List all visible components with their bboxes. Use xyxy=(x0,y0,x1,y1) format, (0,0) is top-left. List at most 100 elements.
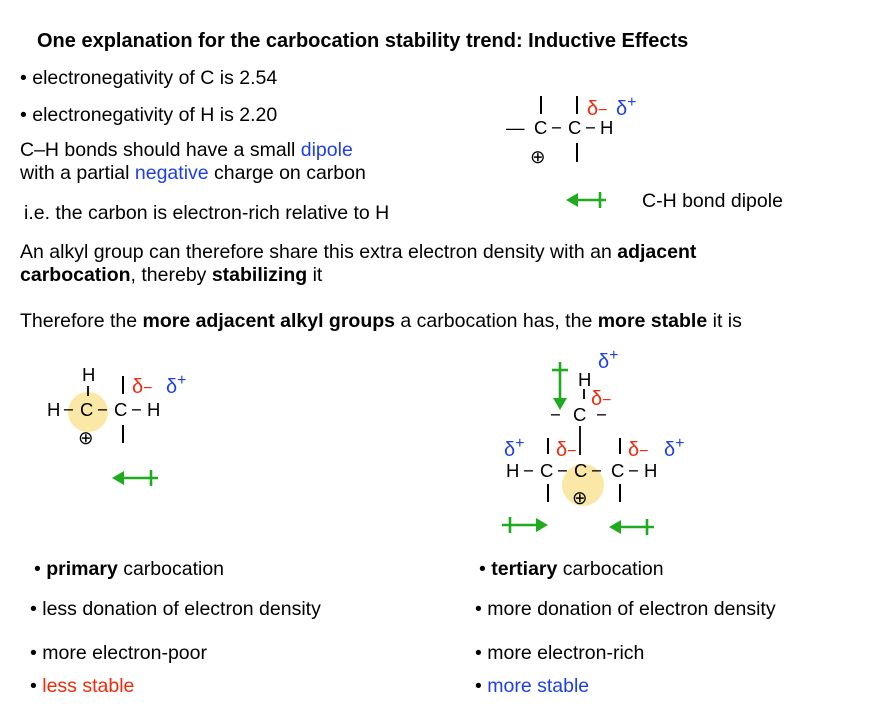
stabilizing-word: stabilizing xyxy=(211,264,308,286)
delta-symbol: δ xyxy=(591,388,603,410)
plus-sign: + xyxy=(627,94,637,111)
plus-sign: + xyxy=(177,372,187,389)
tertiary-word: tertiary xyxy=(491,558,558,580)
tertiary-c-center: C xyxy=(574,460,588,481)
bullet: • xyxy=(30,675,37,697)
tertiary-bond-4: − xyxy=(628,460,639,481)
top-structure-bond-2: − xyxy=(585,117,596,138)
therefore-text-c: it is xyxy=(707,310,742,332)
delta-symbol: δ xyxy=(664,439,676,461)
tertiary-bullet-2-text: more donation of electron density xyxy=(487,598,776,620)
therefore-text-b: a carbocation has, the xyxy=(395,310,598,332)
therefore-line: Therefore the more adjacent alkyl groups… xyxy=(20,309,742,333)
page-title: One explanation for the carbocation stab… xyxy=(37,30,689,52)
tertiary-bullet-1-text: carbocation xyxy=(557,558,664,580)
plus-sign: + xyxy=(675,435,685,452)
primary-c2: C xyxy=(114,399,128,420)
tertiary-bullet-4: • more stable xyxy=(475,674,589,698)
adjacent-word: adjacent xyxy=(617,241,697,263)
tertiary-bullet-3-text: more electron-rich xyxy=(487,642,645,664)
delta-symbol: δ xyxy=(587,98,599,120)
bullet: • xyxy=(30,642,37,664)
dipole-word: dipole xyxy=(300,139,353,161)
therefore-text-a: Therefore the xyxy=(20,310,143,332)
primary-h-left: H xyxy=(47,399,61,420)
dipole-line-2-text-b: charge on carbon xyxy=(208,162,366,184)
tertiary-h-right: H xyxy=(644,460,658,481)
primary-bullet-2-text: less donation of electron density xyxy=(42,598,321,620)
tertiary-right-delta-minus: δ− xyxy=(628,440,648,462)
en-carbon-bullet: • electronegativity of C is 2.54 xyxy=(20,67,278,89)
legend-dipole-arrow-icon xyxy=(566,192,606,208)
alkyl-line-2: carbocation, thereby stabilizing it xyxy=(20,263,322,287)
dipole-line-1: C–H bonds should have a small dipole xyxy=(20,138,353,162)
plus-sign: + xyxy=(515,435,525,452)
primary-bullet-1-text: carbocation xyxy=(117,558,225,580)
tertiary-bond-3: − xyxy=(591,460,602,481)
primary-dipole-arrow-icon xyxy=(112,470,158,486)
legend-label: C-H bond dipole xyxy=(642,190,783,212)
tertiary-bullet-4-text: more stable xyxy=(487,675,590,697)
delta-symbol: δ xyxy=(166,376,178,398)
primary-c1: C xyxy=(80,399,94,420)
top-structure-delta-plus: δ+ xyxy=(616,94,636,121)
alkyl-line-1-text: An alkyl group can therefore share this … xyxy=(20,241,618,263)
bullet: • xyxy=(475,675,482,697)
tertiary-cation-highlight xyxy=(562,464,604,506)
minus-sign: − xyxy=(143,380,153,397)
dipole-line-2-text-a: with a partial xyxy=(20,162,135,184)
dipole-line-1-text: C–H bonds should have a small xyxy=(20,139,301,161)
more-alkyl-groups-phrase: more adjacent alkyl groups xyxy=(142,310,395,332)
primary-h-top: H xyxy=(82,364,96,385)
tertiary-right-delta-plus: δ+ xyxy=(664,435,684,462)
primary-bullet-2: • less donation of electron density xyxy=(30,597,321,621)
top-structure-cation-charge: ⊕ xyxy=(530,146,546,167)
tertiary-top-delta-plus: δ+ xyxy=(598,347,618,374)
alkyl-line-2-text-a: , thereby xyxy=(130,264,212,286)
tertiary-right-dipole-arrow-icon xyxy=(609,519,654,535)
bullet: • xyxy=(475,598,482,620)
tertiary-top-delta-minus: δ− xyxy=(591,389,611,411)
more-stable-phrase: more stable xyxy=(597,310,708,332)
tertiary-bullet-2: • more donation of electron density xyxy=(475,597,776,621)
bullet: • xyxy=(475,642,482,664)
primary-h-right: H xyxy=(147,399,161,420)
tertiary-bond-2: − xyxy=(557,460,568,481)
delta-symbol: δ xyxy=(616,98,628,120)
primary-word: primary xyxy=(46,558,118,580)
dipole-line-2: with a partial negative charge on carbon xyxy=(20,161,366,185)
tertiary-h-left: H xyxy=(506,460,520,481)
primary-cation-charge: ⊕ xyxy=(78,427,94,448)
primary-bullet-1: • primary carbocation xyxy=(34,557,224,581)
tertiary-left-dipole-arrow-icon xyxy=(502,517,548,533)
bullet: • xyxy=(34,558,41,580)
primary-delta-minus: δ− xyxy=(132,377,152,399)
primary-bond-2: − xyxy=(97,399,108,420)
primary-bond-3: − xyxy=(131,399,142,420)
tertiary-top-dipole-arrow-icon xyxy=(552,362,568,410)
primary-cation-highlight xyxy=(68,392,108,432)
minus-sign: − xyxy=(639,443,649,460)
tertiary-bullet-1: • tertiary carbocation xyxy=(479,557,664,581)
tertiary-top-left-bond: − xyxy=(550,404,561,425)
delta-symbol: δ xyxy=(598,351,610,373)
en-hydrogen-bullet: • electronegativity of H is 2.20 xyxy=(20,104,278,126)
tertiary-left-delta-plus: δ+ xyxy=(504,435,524,462)
top-structure-left-bond: — xyxy=(506,117,525,138)
tertiary-h-top: H xyxy=(578,369,592,390)
top-structure-bond-1: − xyxy=(551,117,562,138)
primary-bullet-3-text: more electron-poor xyxy=(42,642,207,664)
electron-rich-line: i.e. the carbon is electron-rich relativ… xyxy=(24,202,390,224)
primary-bullet-3: • more electron-poor xyxy=(30,641,207,665)
minus-sign: − xyxy=(602,392,612,409)
primary-bullet-4-text: less stable xyxy=(42,675,135,697)
tertiary-left-delta-minus: δ− xyxy=(556,440,576,462)
minus-sign: − xyxy=(598,102,608,119)
tertiary-c-left: C xyxy=(540,460,554,481)
tertiary-bullet-3: • more electron-rich xyxy=(475,641,644,665)
primary-delta-plus: δ+ xyxy=(166,372,186,399)
negative-word: negative xyxy=(134,162,209,184)
bullet: • xyxy=(30,598,37,620)
tertiary-c-right: C xyxy=(611,460,625,481)
